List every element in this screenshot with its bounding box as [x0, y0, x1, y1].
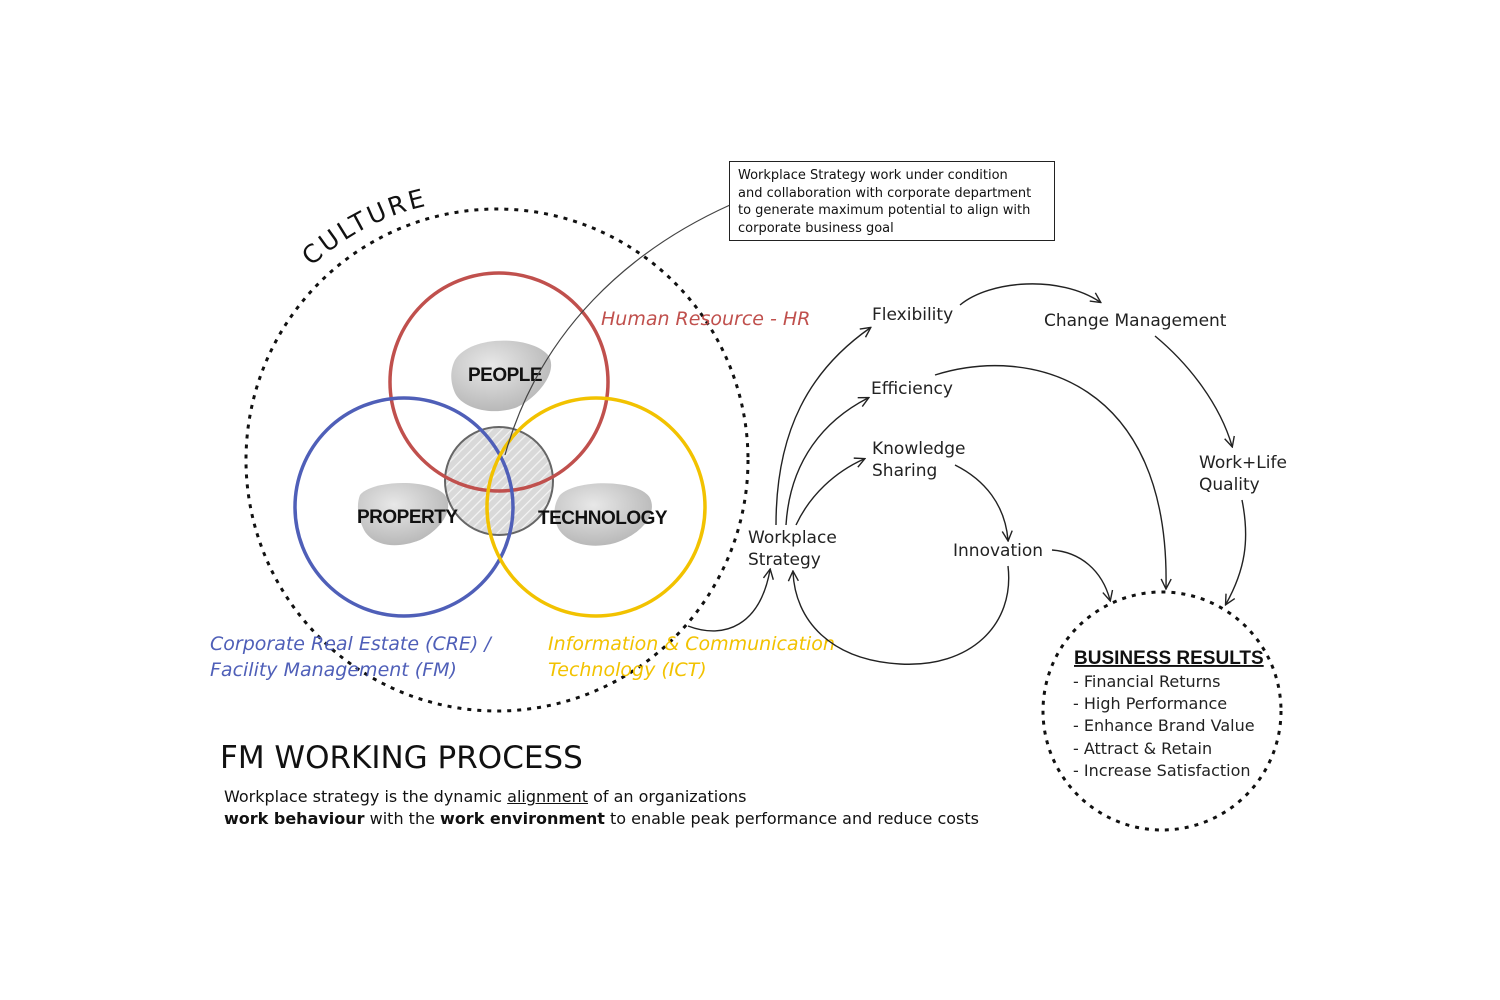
note-line: Workplace Strategy work under condition [738, 168, 1008, 183]
arrow-worklife-to-results [1226, 499, 1247, 604]
arrow-workplace-to-knowledge [795, 459, 864, 526]
property-circle [293, 396, 515, 618]
technology-blob [554, 483, 652, 546]
cre-label-line1: Corporate Real Estate (CRE) / [210, 633, 493, 655]
worklife-quality-label-line1: Work+Life [1199, 453, 1287, 473]
note-callout-line [504, 204, 731, 456]
arrow-efficiency-to-results [934, 365, 1166, 588]
culture-label: CULTURE [296, 183, 430, 271]
center-intersection [444, 426, 554, 536]
arrow-workplace-to-efficiency [785, 398, 868, 526]
technology-label: TECHNOLOGY [538, 508, 668, 529]
description-line2: work behaviour with the work environment… [224, 809, 979, 828]
arrow-knowledge-to-innovation [954, 464, 1008, 540]
arrow-change-to-worklife [1154, 335, 1232, 446]
people-circle [388, 271, 610, 493]
technology-circle [485, 396, 707, 618]
workplace-strategy-label-line2: Strategy [748, 550, 821, 570]
property-label: PROPERTY [357, 507, 458, 528]
business-result-item: - Financial Returns [1073, 672, 1220, 691]
ict-label-line1: Information & Communication [548, 633, 835, 655]
arrow-flexibility-to-change [959, 283, 1100, 306]
efficiency-label: Efficiency [871, 379, 953, 399]
business-result-item: - Enhance Brand Value [1073, 716, 1255, 735]
change-management-label: Change Management [1044, 311, 1227, 331]
culture-circle [244, 207, 750, 713]
workplace-strategy-note: Workplace Strategy work under condition … [729, 161, 1055, 241]
cre-label-line2: Facility Management (FM) [210, 659, 457, 681]
business-result-item: - Attract & Retain [1073, 739, 1212, 758]
description: Workplace strategy is the dynamic alignm… [224, 786, 979, 830]
knowledge-sharing-label-line2: Sharing [872, 461, 937, 481]
innovation-label: Innovation [953, 541, 1043, 561]
arrow-innovation-to-workplace [793, 565, 1010, 665]
hr-label: Human Resource - HR [601, 308, 810, 330]
workplace-strategy-label-line1: Workplace [748, 528, 837, 548]
note-line: to generate maximum potential to align w… [738, 203, 1031, 218]
arrow-workplace-to-flexibility [775, 328, 870, 526]
flexibility-label: Flexibility [872, 305, 953, 325]
note-line: corporate business goal [738, 220, 894, 236]
business-results-title: BUSINESS RESULTS [1074, 648, 1264, 669]
description-line1: Workplace strategy is the dynamic alignm… [224, 787, 747, 806]
note-line: and collaboration with corporate departm… [738, 185, 1032, 201]
business-results-circle [1041, 590, 1283, 832]
ict-label-line2: Technology (ICT) [548, 659, 707, 681]
page-title: FM WORKING PROCESS [220, 740, 583, 776]
business-result-item: - High Performance [1073, 694, 1227, 713]
people-label: PEOPLE [468, 365, 542, 386]
people-blob [451, 340, 552, 412]
worklife-quality-label-line2: Quality [1199, 475, 1260, 495]
business-result-item: - Increase Satisfaction [1073, 761, 1251, 780]
property-blob [357, 482, 449, 546]
arrow-innovation-to-results [1051, 549, 1110, 600]
knowledge-sharing-label-line1: Knowledge [872, 439, 965, 459]
arrow-ict-to-workplace [687, 570, 770, 632]
